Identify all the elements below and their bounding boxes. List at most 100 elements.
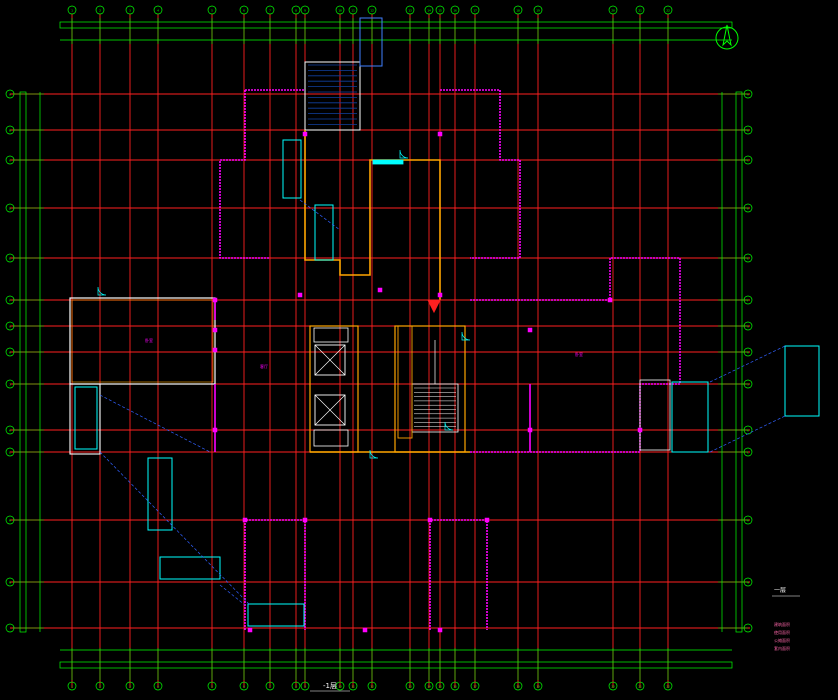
wall-left-wing-inner: [71, 299, 214, 383]
elevator-lobby: [313, 327, 349, 343]
axis-bubble-label: 12: [370, 685, 374, 689]
axis-bubble-icon: [153, 681, 163, 691]
axis-bubble-label: 12: [370, 9, 374, 13]
leader-line: [99, 394, 211, 453]
axis-bubble-label: G: [747, 324, 749, 328]
axis-bubble-label: E: [747, 256, 749, 260]
axis-bubble-label: 16: [453, 685, 457, 689]
axis-bubble-icon: [435, 681, 445, 691]
window-right-bay: [671, 381, 709, 453]
axis-bubble-label: 4: [157, 9, 159, 13]
wall-left-wing: [69, 297, 216, 385]
axis-bubble-label: 16: [453, 9, 457, 13]
toilet-right: [639, 379, 671, 451]
axis-bubble-label: H: [9, 350, 11, 354]
axis-bubble-label: 9: [304, 9, 306, 13]
axis-bubble-icon: [239, 681, 249, 691]
axis-bubble-icon: [450, 5, 460, 15]
axis-bubble-label: N: [9, 580, 11, 584]
axis-bubble-label: 21: [638, 685, 642, 689]
axis-bubble-icon: [348, 5, 358, 15]
column-mark: [247, 627, 253, 633]
axis-bubble-label: 2: [99, 9, 101, 13]
axis-bubble-label: 22: [666, 685, 670, 689]
axis-bubble-icon: [435, 5, 445, 15]
column-mark: [527, 427, 533, 433]
axis-bubble-icon: [5, 347, 15, 357]
axis-bubble-icon: [743, 379, 753, 389]
axis-bubble-icon: [5, 623, 15, 633]
window-detail-bottom: [159, 556, 221, 580]
axis-bubble-label: D: [9, 206, 11, 210]
axis-bubble-icon: [67, 5, 77, 15]
axis-bubble-label: 15: [438, 685, 442, 689]
room-label: 卧室: [575, 351, 583, 357]
axis-bubble-icon: [5, 515, 15, 525]
stair-block: [411, 383, 459, 433]
axis-bubble-label: C: [747, 158, 749, 162]
axis-bubble-icon: [5, 379, 15, 389]
axis-bubble-icon: [265, 681, 275, 691]
notes-line: 公摊面积: [774, 637, 790, 643]
axis-bubble-label: 5: [211, 685, 213, 689]
elevator-shaft-icon: [314, 394, 346, 426]
wall-core-left: [304, 130, 441, 300]
axis-bubble-label: J: [747, 382, 749, 386]
wall-lower-bay-left: [244, 519, 306, 630]
axis-bubble-icon: [265, 5, 275, 15]
leader-line: [99, 451, 251, 606]
axis-bubble-icon: [743, 253, 753, 263]
axis-bubble-label: 8: [295, 9, 297, 13]
axis-bubble-label: 21: [638, 9, 642, 13]
axis-bubble-label: L: [9, 450, 11, 454]
axis-bubble-icon: [608, 681, 618, 691]
axis-bubble-icon: [405, 681, 415, 691]
axis-bubble-icon: [300, 5, 310, 15]
axis-bubble-label: 11: [351, 685, 355, 689]
elevator-shaft-icon: [314, 394, 346, 426]
window-core-top: [372, 159, 404, 165]
axis-bubble-icon: [743, 447, 753, 457]
axis-bubble-icon: [207, 681, 217, 691]
axis-bubble-icon: [424, 5, 434, 15]
axis-bubble-label: 18: [516, 9, 520, 13]
window-upper-mid: [314, 204, 334, 261]
axis-bubble-icon: [291, 5, 301, 15]
axis-bubble-icon: [743, 295, 753, 305]
axis-bubble-icon: [663, 5, 673, 15]
notes-line: 使用面积: [774, 629, 790, 635]
axis-bubble-label: 20: [611, 9, 615, 13]
room-label: 客厅: [260, 363, 268, 369]
drawing-title: -1层: [323, 682, 337, 690]
stair-side: [397, 325, 413, 439]
notes-title: 一层: [774, 587, 786, 594]
axis-bubble-label: 13: [408, 9, 412, 13]
axis-bubble-icon: [743, 623, 753, 633]
wall-left-bay: [69, 383, 101, 455]
column-mark: [302, 131, 308, 137]
dimension-band-left: [19, 91, 27, 633]
axis-bubble-label: 22: [666, 9, 670, 13]
axis-bubble-icon: [513, 681, 523, 691]
axis-bubble-icon: [95, 681, 105, 691]
axis-bubble-icon: [207, 5, 217, 15]
axis-bubble-icon: [291, 681, 301, 691]
axis-bubble-label: H: [747, 350, 749, 354]
axis-bubble-icon: [743, 89, 753, 99]
axis-bubble-label: F: [9, 298, 11, 302]
axis-bubble-icon: [367, 681, 377, 691]
axis-bubble-label: 6: [243, 685, 245, 689]
red-marker-icon: [427, 299, 441, 314]
axis-bubble-label: 14: [427, 685, 431, 689]
axis-bubble-icon: [743, 155, 753, 165]
axis-bubble-label: M: [9, 518, 11, 522]
axis-bubble-label: K: [747, 428, 749, 432]
axis-bubble-label: 17: [473, 9, 477, 13]
axis-bubble-label: A: [747, 92, 749, 96]
window-lower-left: [247, 603, 305, 627]
axis-bubble-label: 18: [516, 685, 520, 689]
axis-bubble-label: 10: [338, 9, 342, 13]
column-mark: [297, 292, 303, 298]
axis-bubble-icon: [5, 295, 15, 305]
